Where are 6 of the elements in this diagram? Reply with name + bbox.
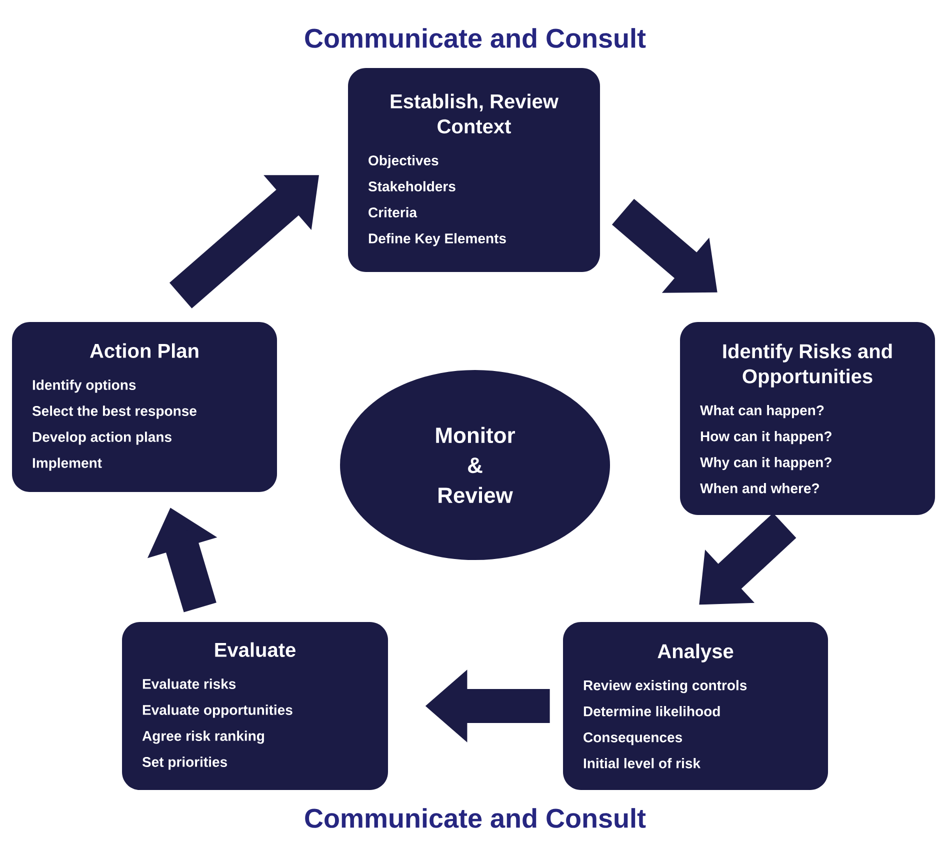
process-box: Establish, Review Context Objectives Stakeholders Criteria Define Key Elements <box>348 68 600 272</box>
process-box: Analyse Review existing controls Determine likelihood Consequences Initial level of risk <box>563 622 828 790</box>
process-box: Identify Risks and Opportunities What can happen? How can it happen? Why can it happen? When and where? <box>680 322 936 515</box>
process-box: Action Plan Identify options Select the best response Develop action plans Implement <box>12 322 277 492</box>
process-box: Evaluate Evaluate risks Evaluate opportunities Agree risk ranking Set priorities <box>122 622 388 790</box>
banner-text: Communicate and Consult <box>305 808 646 828</box>
